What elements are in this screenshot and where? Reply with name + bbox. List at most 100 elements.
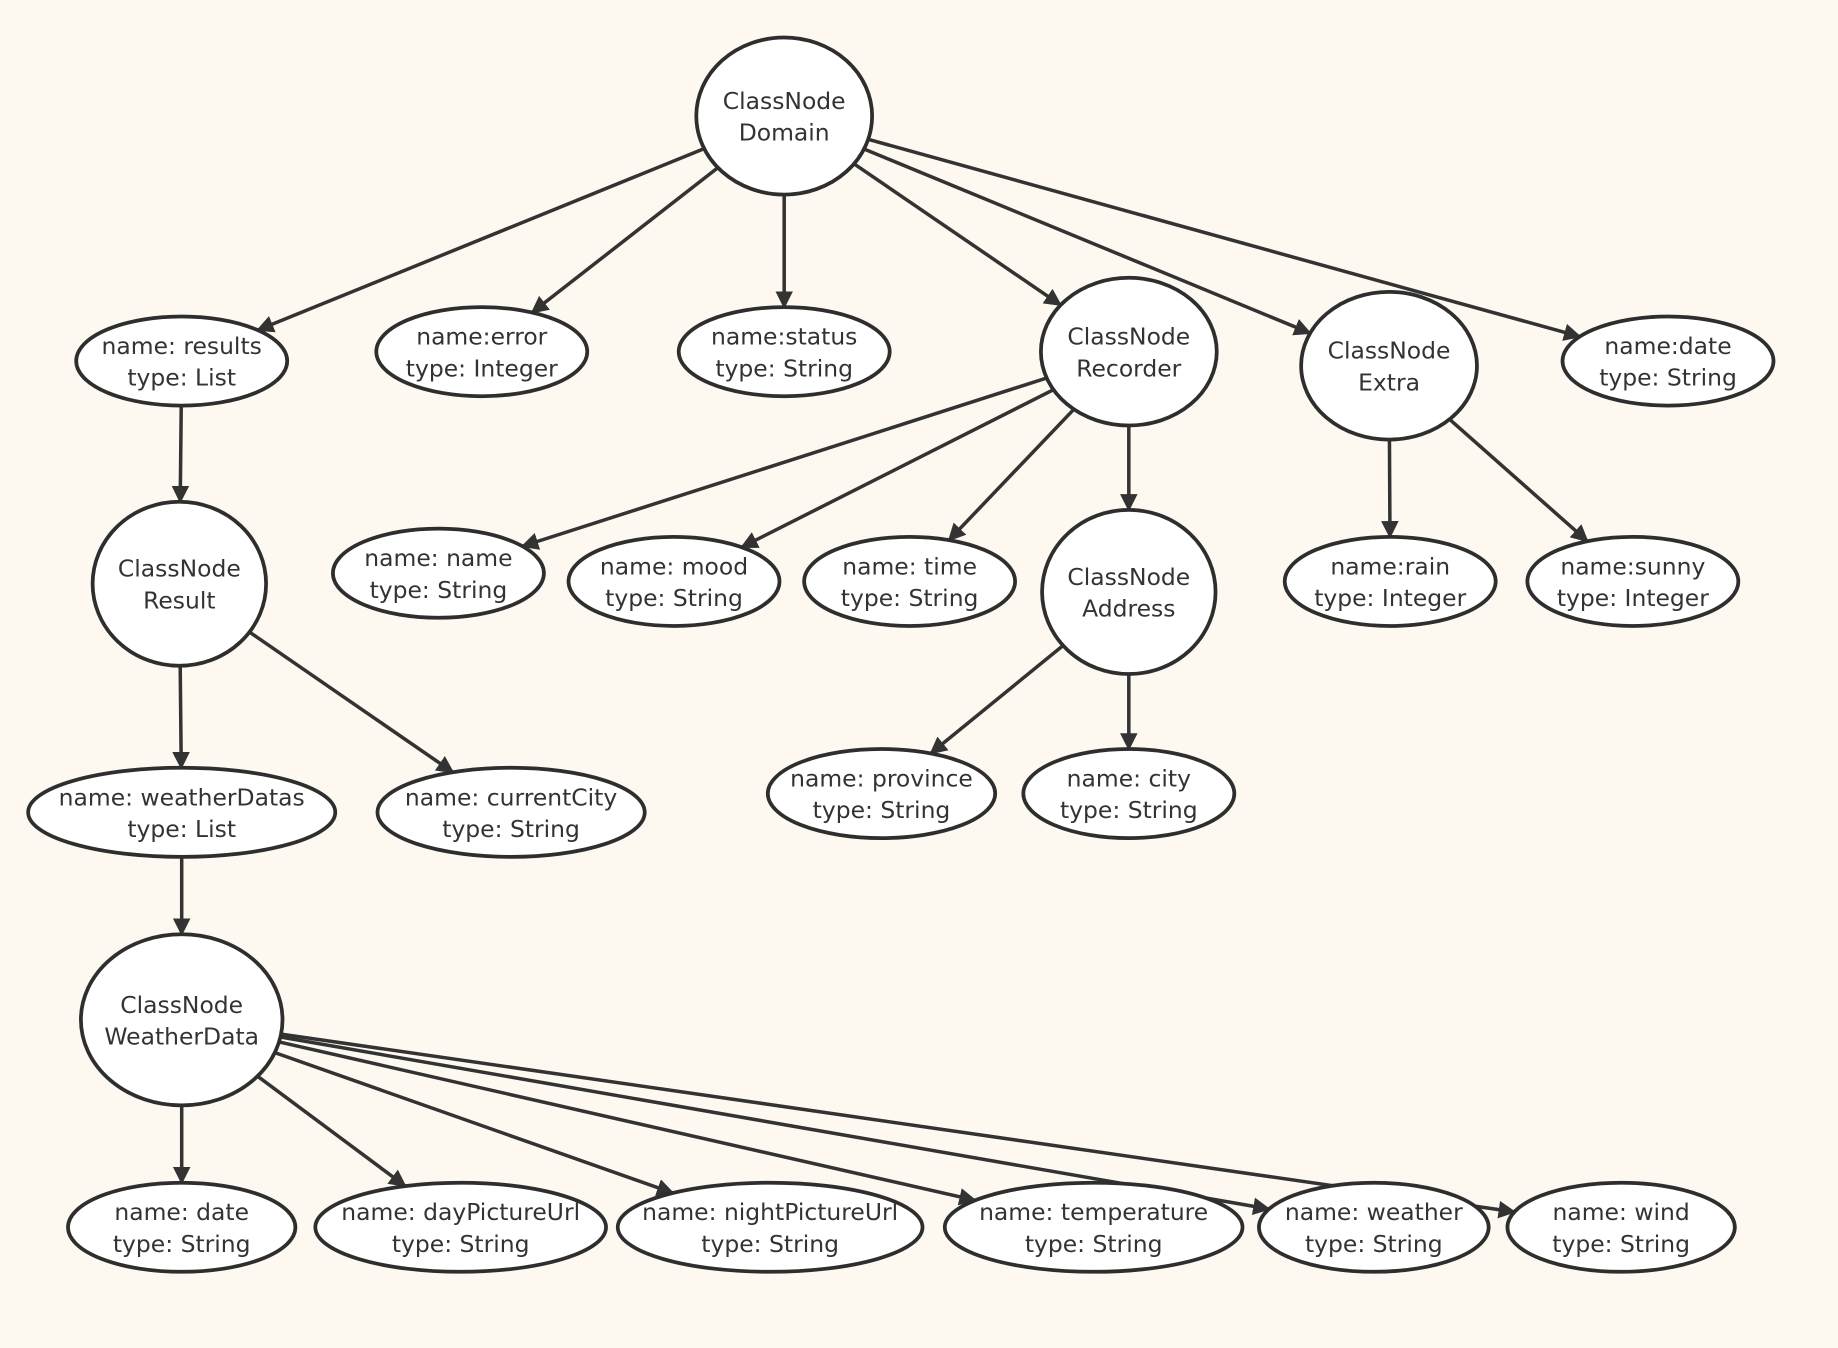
node-label-line2: type: String <box>841 584 979 612</box>
node-shape <box>26 765 338 859</box>
node-label-line2: Result <box>143 586 215 614</box>
node-label-line2: type: String <box>370 576 508 604</box>
node-shape <box>1040 508 1218 676</box>
node-shape <box>1525 534 1741 628</box>
node-weatherDatas[interactable]: name: weatherDatas type: List <box>26 765 338 859</box>
node-shape <box>1299 289 1479 442</box>
node-rname[interactable]: name: name type: String <box>331 526 546 620</box>
node-label-line2: Address <box>1082 595 1175 623</box>
node-label-line2: type: List <box>127 815 236 843</box>
edge-extra-to-sunny <box>1448 417 1589 543</box>
node-label-line2: type: String <box>1552 1230 1690 1258</box>
node-shape <box>1560 314 1776 408</box>
node-label-line1: name: date <box>114 1198 249 1226</box>
node-shape <box>942 1180 1245 1274</box>
node-shape <box>1282 534 1498 628</box>
node-label-line1: name: name <box>364 544 512 572</box>
node-label-line1: name:sunny <box>1560 552 1705 580</box>
node-shape <box>313 1180 608 1274</box>
node-weather[interactable]: name: weather type: String <box>1257 1180 1491 1274</box>
node-wdate[interactable]: name: date type: String <box>66 1180 298 1274</box>
node-label-line1: ClassNode <box>120 991 243 1019</box>
node-shape <box>802 534 1017 628</box>
node-province[interactable]: name: province type: String <box>765 747 998 840</box>
edge-weatherData-to-dayPictureUrl <box>256 1074 407 1188</box>
node-label-line2: type: String <box>1025 1230 1163 1258</box>
edge-recorder-to-time <box>947 408 1076 542</box>
node-shape <box>1039 275 1219 428</box>
edge-result-to-currentCity <box>248 630 455 774</box>
node-label-line1: name: weatherDatas <box>59 783 305 811</box>
node-sunny[interactable]: name:sunny type: Integer <box>1525 534 1741 628</box>
node-label-line2: type: String <box>392 1230 530 1258</box>
node-label-line1: ClassNode <box>1328 337 1451 365</box>
node-label-line2: type: String <box>813 796 951 824</box>
node-label-line2: type: Integer <box>1557 584 1709 612</box>
edge-recorder-to-mood <box>740 388 1055 549</box>
node-currentCity[interactable]: name: currentCity type: String <box>375 765 647 859</box>
node-label-line1: name: mood <box>600 552 748 580</box>
node-label-line2: type: String <box>1599 364 1737 392</box>
node-shape <box>1505 1180 1737 1274</box>
node-label-line2: type: Integer <box>1314 584 1466 612</box>
node-shape <box>566 534 782 628</box>
node-label-line1: name:error <box>416 323 547 351</box>
node-wind[interactable]: name: wind type: String <box>1505 1180 1737 1274</box>
node-date[interactable]: name:date type: String <box>1560 314 1776 408</box>
node-shape <box>90 499 268 668</box>
node-label-line2: type: String <box>605 584 743 612</box>
node-temperature[interactable]: name: temperature type: String <box>942 1180 1245 1274</box>
node-label-line1: name: province <box>790 765 973 793</box>
edge-domain-to-extra <box>863 147 1312 336</box>
node-label-line1: name:date <box>1604 332 1731 360</box>
edge-result-to-weatherDatas <box>172 665 190 770</box>
node-label-line1: name:status <box>711 323 857 351</box>
node-label-line1: name:rain <box>1330 552 1450 580</box>
node-rain[interactable]: name:rain type: Integer <box>1282 534 1498 628</box>
edges <box>171 137 1589 1219</box>
node-label-line2: type: String <box>1305 1230 1443 1258</box>
node-label-line1: name: city <box>1067 765 1191 793</box>
node-label-line1: name: results <box>102 332 262 360</box>
edge-address-to-province <box>929 644 1065 755</box>
node-shape <box>374 305 590 399</box>
node-label-line1: name: time <box>842 552 977 580</box>
node-label-line1: ClassNode <box>723 87 846 115</box>
node-label-line1: ClassNode <box>118 555 241 583</box>
node-label-line2: WeatherData <box>104 1022 259 1050</box>
node-label-line1: ClassNode <box>1067 563 1190 591</box>
node-error[interactable]: name:error type: Integer <box>374 305 590 399</box>
node-label-line1: name: wind <box>1553 1198 1690 1226</box>
edge-weatherData-to-weather <box>280 1035 1271 1215</box>
edge-domain-to-recorder <box>853 162 1063 307</box>
node-label-line2: type: String <box>113 1230 251 1258</box>
node-time[interactable]: name: time type: String <box>802 534 1017 628</box>
node-label-line2: type: Integer <box>406 354 558 382</box>
node-label-line2: type: String <box>442 815 580 843</box>
node-shape <box>1257 1180 1491 1274</box>
node-label-line2: Extra <box>1358 368 1420 396</box>
node-shape <box>66 1180 298 1274</box>
node-label-line1: name: temperature <box>979 1198 1208 1226</box>
node-label-line1: name: weather <box>1285 1198 1463 1226</box>
node-shape <box>74 314 290 408</box>
node-mood[interactable]: name: mood type: String <box>566 534 782 628</box>
node-label-line1: name: currentCity <box>405 783 617 811</box>
node-shape <box>1021 747 1237 840</box>
edge-recorder-to-rname <box>520 376 1048 550</box>
node-shape <box>694 35 874 197</box>
node-shape <box>375 765 647 859</box>
